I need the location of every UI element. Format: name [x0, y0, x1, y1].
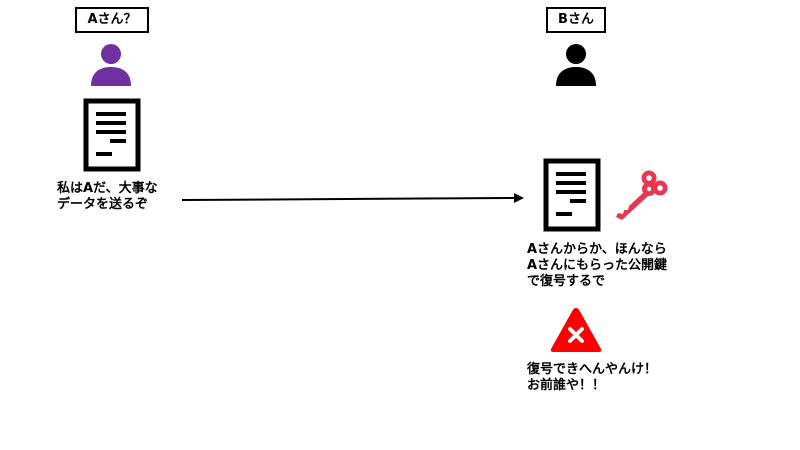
sender-message: 私はAだ、大事な データを送るぞ — [57, 181, 158, 213]
sender-message-line-1: 私はAだ、大事な — [57, 181, 158, 196]
sender-label: Aさん？ — [75, 7, 149, 33]
arrow-right-icon — [181, 193, 524, 203]
receiver-document-icon — [543, 158, 601, 232]
receiver-thought-line-2: Aさんにもらった公開鍵 — [527, 258, 668, 273]
sender-person-icon — [91, 44, 131, 86]
person-head — [101, 44, 121, 64]
sender-document-icon — [83, 98, 141, 172]
person-body — [556, 67, 596, 86]
key-icon — [616, 170, 668, 220]
error-triangle-icon — [550, 308, 602, 352]
receiver-result-line-2: お前誰や！！ — [527, 378, 606, 393]
person-body — [91, 67, 131, 86]
receiver-thought-line-3: で復号するで — [527, 274, 606, 289]
sender-message-line-2: データを送るぞ — [57, 197, 149, 212]
person-head — [566, 44, 586, 64]
receiver-result: 復号できへんやんけ！ お前誰や！！ — [527, 362, 657, 394]
receiver-label: Bさん — [546, 7, 606, 33]
receiver-person-icon — [556, 44, 596, 86]
receiver-thought: Aさんからか、ほんなら Aさんにもらった公開鍵 で復号するで — [527, 242, 667, 290]
receiver-thought-line-1: Aさんからか、ほんなら — [527, 242, 667, 257]
receiver-result-line-1: 復号できへんやんけ！ — [527, 362, 658, 377]
